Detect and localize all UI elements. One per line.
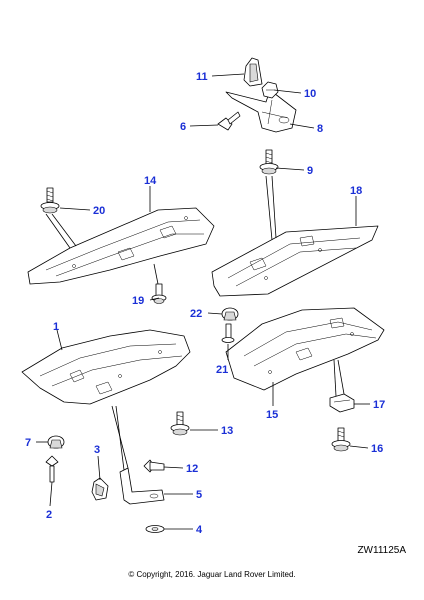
callout-6[interactable]: 6: [180, 121, 186, 133]
callout-10[interactable]: 10: [304, 88, 316, 100]
callout-9[interactable]: 9: [307, 165, 313, 177]
callout-15[interactable]: 15: [266, 409, 278, 421]
callout-20[interactable]: 20: [93, 205, 105, 217]
bracket-part-8: [225, 89, 297, 133]
washer-part-4: [145, 525, 165, 533]
shield-panel-part-14: [27, 207, 215, 285]
screw-part-12: [143, 459, 165, 473]
callout-8[interactable]: 8: [317, 123, 323, 135]
shield-panel-part-15: [225, 307, 385, 391]
clip-part-7: [47, 435, 65, 449]
shield-panel-part-1: [21, 329, 191, 405]
callout-3[interactable]: 3: [94, 444, 100, 456]
callout-12[interactable]: 12: [186, 463, 198, 475]
callout-22[interactable]: 22: [190, 308, 202, 320]
callout-4[interactable]: 4: [196, 524, 203, 536]
screw-part-6: [217, 111, 241, 131]
shield-panel-part-18: [211, 225, 379, 297]
callout-5[interactable]: 5: [196, 489, 202, 501]
copyright-notice: © Copyright, 2016. Jaguar Land Rover Lim…: [128, 570, 296, 579]
bolt-part-9: [259, 149, 279, 175]
bolt-part-16: [331, 427, 351, 452]
callout-13[interactable]: 13: [221, 425, 233, 437]
bolt-part-19: [151, 283, 167, 304]
screw-part-21: [221, 323, 235, 343]
callout-19[interactable]: 19: [132, 295, 144, 307]
diagram-reference-code: ZW11125A: [357, 545, 406, 556]
callout-2[interactable]: 2: [46, 509, 52, 521]
callout-11[interactable]: 11: [196, 71, 208, 83]
leader-lines: [36, 73, 370, 530]
callout-16[interactable]: 16: [371, 443, 383, 455]
callout-1[interactable]: 1: [53, 321, 59, 333]
screw-part-2: [45, 455, 59, 483]
bolt-part-13: [170, 411, 190, 436]
clip-part-11: [243, 57, 263, 87]
clip-part-22: [221, 307, 239, 321]
callout-7[interactable]: 7: [25, 437, 31, 449]
clip-part-3: [91, 477, 109, 501]
nut-part-10: [261, 81, 279, 99]
bracket-part-5: [119, 467, 165, 505]
callout-17[interactable]: 17: [373, 399, 385, 411]
callout-14[interactable]: 14: [144, 175, 157, 187]
callout-21[interactable]: 21: [216, 364, 228, 376]
bolt-part-20: [40, 187, 60, 214]
callout-18[interactable]: 18: [350, 185, 362, 197]
clip-part-17: [329, 393, 355, 413]
